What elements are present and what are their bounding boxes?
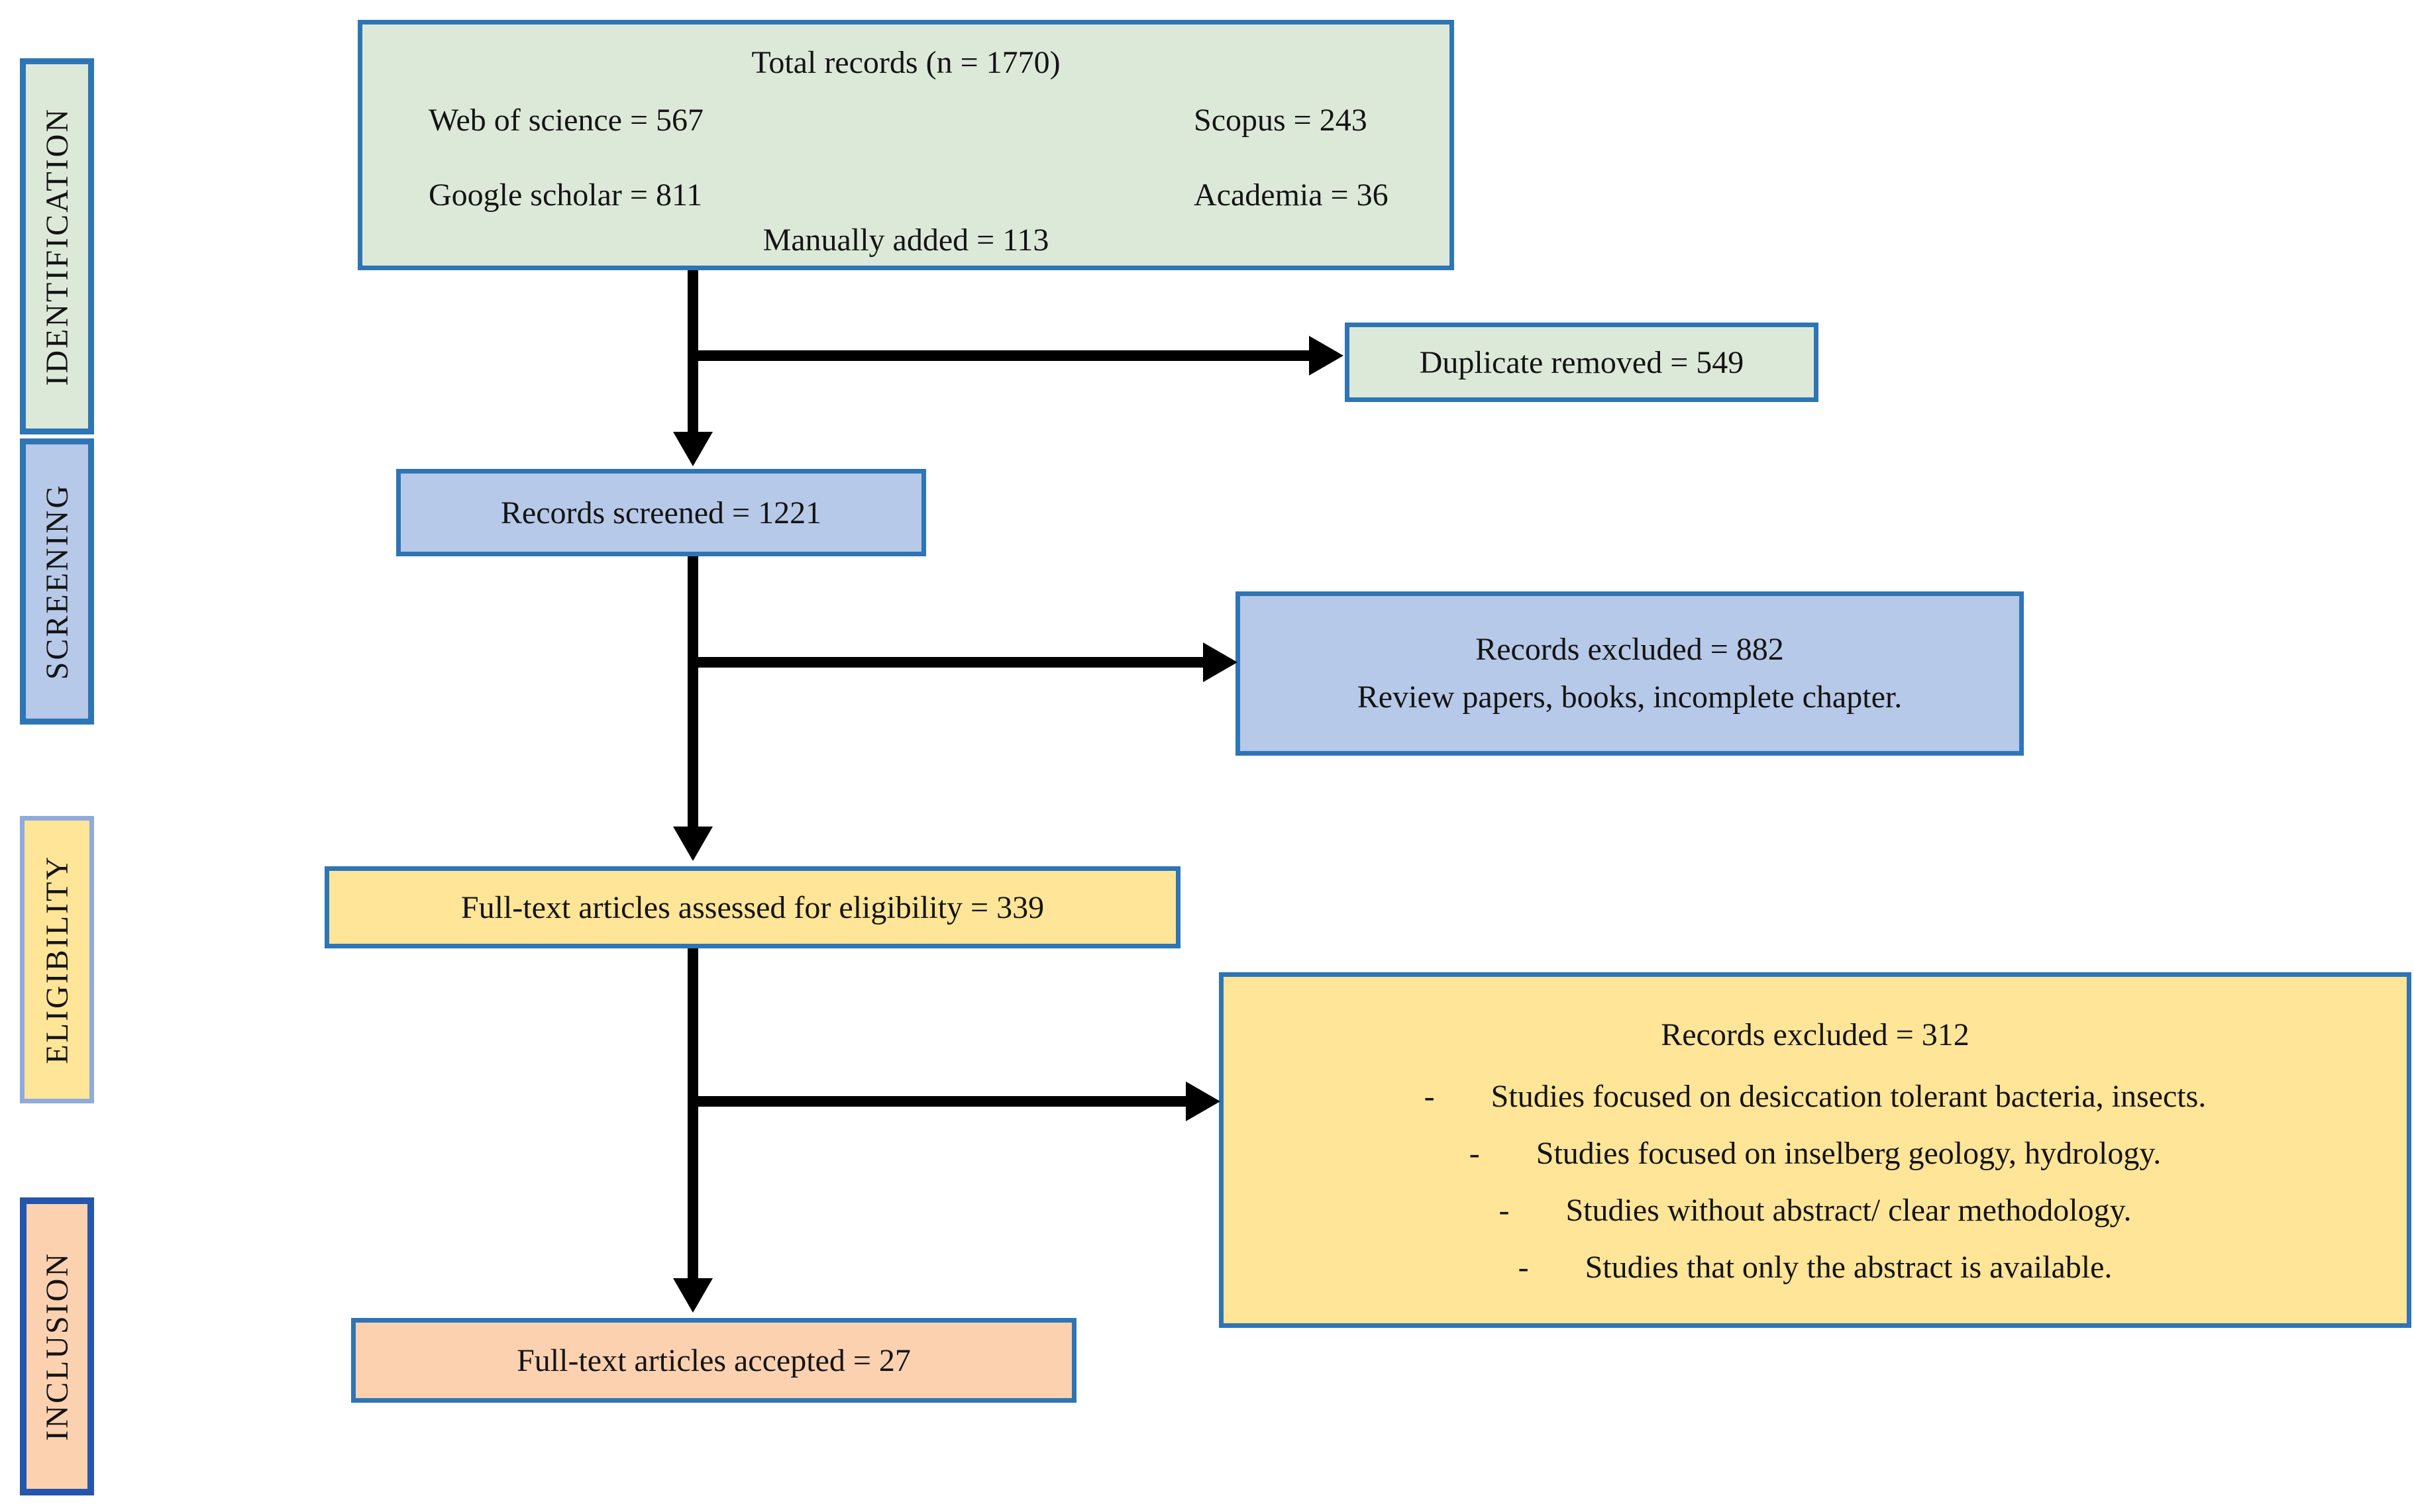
bullet-dash: - [1424, 1079, 1435, 1114]
stage-label-inclusion: INCLUSION [20, 1197, 94, 1495]
arrow-to-excluded-screening-line [693, 657, 1203, 668]
records-excluded-screening-box: Records excluded = 882 Review papers, bo… [1235, 591, 2024, 756]
stage-label-inclusion-text: INCLUSION [39, 1252, 75, 1441]
fulltext-accepted-box: Full-text articles accepted = 27 [351, 1318, 1076, 1403]
duplicate-removed-box: Duplicate removed = 549 [1345, 323, 1818, 402]
stage-label-identification-text: IDENTIFICATION [39, 107, 75, 386]
stage-label-screening: SCREENING [20, 438, 94, 725]
source-web-of-science: Web of science = 567 [429, 103, 704, 138]
bullet-dash: - [1518, 1250, 1529, 1285]
records-excluded-screening-line2: Review papers, books, incomplete chapter… [1357, 680, 1903, 715]
fulltext-assessed-text: Full-text articles assessed for eligibil… [460, 889, 1045, 925]
exclusion-reason-text: Studies that only the abstract is availa… [1585, 1250, 2113, 1285]
arrow-screened-to-assessed-head [673, 827, 713, 861]
arrow-total-to-screened-head [673, 432, 713, 466]
arrow-screened-to-assessed-line [688, 556, 698, 827]
stage-label-eligibility-text: ELIGIBILITY [39, 855, 75, 1064]
stage-label-screening-text: SCREENING [39, 483, 75, 680]
exclusion-reason-item: - Studies without abstract/ clear method… [1498, 1191, 2131, 1230]
arrow-to-duplicate-line [693, 350, 1309, 361]
source-scopus: Scopus = 243 [1194, 103, 1367, 138]
arrow-to-excluded-eligibility-head [1186, 1082, 1220, 1121]
arrow-to-duplicate-head [1309, 336, 1343, 376]
exclusion-reason-text: Studies focused on inselberg geology, hy… [1536, 1136, 2162, 1171]
arrow-to-excluded-eligibility-line [693, 1096, 1186, 1107]
records-excluded-eligibility-title: Records excluded = 312 [1661, 1017, 1969, 1052]
fulltext-assessed-box: Full-text articles assessed for eligibil… [325, 866, 1181, 948]
exclusion-reason-item: - Studies that only the abstract is avai… [1518, 1248, 2113, 1287]
records-screened-text: Records screened = 1221 [500, 495, 822, 530]
exclusion-reason-item: - Studies focused on inselberg geology, … [1469, 1134, 2161, 1173]
stage-label-eligibility: ELIGIBILITY [20, 816, 94, 1103]
stage-label-identification: IDENTIFICATION [20, 58, 94, 434]
bullet-dash: - [1469, 1136, 1480, 1171]
records-screened-box: Records screened = 1221 [396, 469, 926, 556]
records-excluded-eligibility-box: Records excluded = 312 - Studies focused… [1219, 972, 2411, 1328]
exclusion-reason-text: Studies without abstract/ clear methodol… [1565, 1193, 2132, 1228]
arrow-assessed-to-accepted-head [673, 1278, 713, 1313]
duplicate-removed-text: Duplicate removed = 549 [1419, 344, 1744, 380]
arrow-to-excluded-screening-head [1203, 642, 1237, 682]
source-academia: Academia = 36 [1194, 177, 1389, 213]
fulltext-accepted-text: Full-text articles accepted = 27 [517, 1342, 911, 1378]
exclusion-reason-item: - Studies focused on desiccation toleran… [1424, 1078, 2207, 1116]
source-manually-added: Manually added = 113 [762, 223, 1049, 258]
bullet-dash: - [1498, 1193, 1510, 1228]
records-excluded-screening-line1: Records excluded = 882 [1475, 632, 1784, 667]
arrow-assessed-to-accepted-line [688, 948, 698, 1278]
total-records-title: Total records (n = 1770) [751, 45, 1061, 80]
source-google-scholar: Google scholar = 811 [429, 177, 703, 213]
exclusion-reason-text: Studies focused on desiccation tolerant … [1491, 1079, 2207, 1114]
total-records-box: Total records (n = 1770) Web of science … [358, 20, 1454, 270]
